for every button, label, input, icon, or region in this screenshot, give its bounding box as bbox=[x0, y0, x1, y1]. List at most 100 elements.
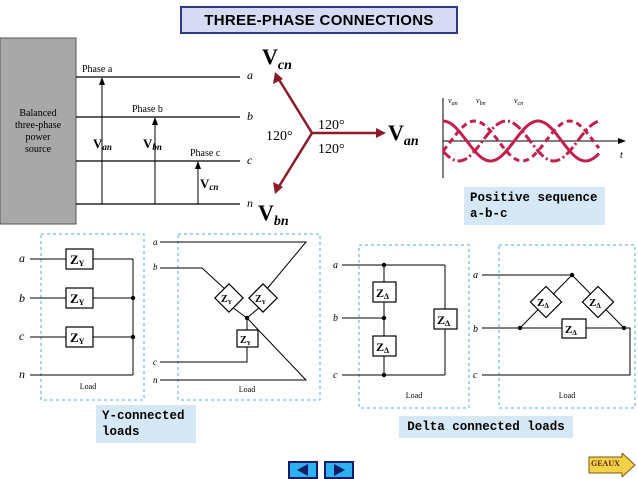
phasor-van-head bbox=[376, 128, 386, 138]
right-triangle-icon bbox=[334, 464, 345, 476]
star-center-node bbox=[244, 315, 250, 321]
delta-load-label: Load bbox=[406, 391, 422, 400]
delta-tri-node-c bbox=[621, 325, 627, 331]
star-impedance-right-label: ZY bbox=[255, 294, 267, 306]
y-impedance-b bbox=[65, 287, 94, 309]
delta-term-c: c bbox=[333, 370, 338, 381]
delta-impedance-1 bbox=[372, 281, 397, 303]
delta-tri-dashed-frame bbox=[498, 244, 636, 409]
delta-tri-node-a bbox=[569, 272, 575, 278]
star-load-dashed-frame bbox=[177, 233, 321, 401]
y-impedance-a-label: ZY bbox=[70, 252, 85, 268]
source-label-line4: source bbox=[25, 144, 52, 155]
y-term-n: n bbox=[19, 367, 25, 381]
delta-tri-term-a: a bbox=[473, 270, 478, 281]
star-term-n: n bbox=[153, 375, 158, 385]
geaux-button[interactable]: GEAUX bbox=[588, 453, 636, 477]
source-label-line3: power bbox=[26, 132, 52, 143]
geaux-label: GEAUX bbox=[591, 459, 620, 468]
wave-vcn bbox=[441, 119, 600, 163]
phase-a-label: Phase a bbox=[82, 64, 113, 75]
star-wire-b bbox=[160, 267, 227, 291]
wave-vcn-label: vcn bbox=[514, 96, 523, 107]
delta-connected-load-diagram: a b c ZΔ ZΔ ZΔ Load bbox=[333, 244, 470, 409]
delta-tri-impedance-bottom bbox=[561, 318, 587, 339]
delta-caption-text: Delta connected loads bbox=[407, 420, 565, 434]
delta-term-b: b bbox=[333, 313, 338, 324]
y-caption-line1: Y-connected bbox=[102, 409, 185, 423]
y-term-b: b bbox=[19, 291, 25, 305]
star-impedance-right bbox=[248, 283, 278, 313]
positive-sequence-label: Positive sequence a-b-c bbox=[464, 187, 605, 225]
angle-top: 120° bbox=[318, 118, 345, 133]
y-impedance-a bbox=[65, 248, 94, 270]
source-label-line2: three-phase bbox=[15, 120, 62, 131]
y-star-load-diagram: a b c n ZY ZY ZY Load bbox=[153, 233, 321, 401]
star-wire-n bbox=[160, 317, 308, 381]
terminal-a: a bbox=[247, 68, 253, 82]
y-load-dashed-frame bbox=[40, 233, 145, 401]
source-box bbox=[0, 37, 77, 225]
y-caption-line2: loads bbox=[102, 425, 140, 439]
delta-tri-impedance-right-label: ZΔ bbox=[589, 297, 601, 310]
vbn-label: Vbn bbox=[143, 136, 162, 152]
y-impedance-b-label: ZY bbox=[70, 291, 85, 307]
delta-tri-load-label: Load bbox=[559, 391, 575, 400]
van-label: Van bbox=[93, 136, 112, 152]
delta-load-dashed-frame bbox=[358, 244, 470, 409]
delta-tri-impedance-left bbox=[529, 285, 563, 319]
next-slide-button[interactable] bbox=[324, 461, 354, 479]
wave-van-label: van bbox=[448, 96, 458, 107]
wave-vbn-label: vbn bbox=[476, 96, 486, 107]
y-impedance-c-label: ZY bbox=[70, 330, 85, 346]
delta-node-b bbox=[381, 315, 387, 321]
positive-sequence-line2: a-b-c bbox=[470, 207, 508, 221]
vcn-label: Vcn bbox=[200, 176, 218, 192]
positive-sequence-line1: Positive sequence bbox=[470, 191, 598, 205]
delta-connected-caption: Delta connected loads bbox=[399, 416, 573, 438]
y-impedance-c bbox=[65, 326, 94, 348]
terminal-c: c bbox=[247, 153, 253, 167]
star-impedance-left bbox=[214, 283, 244, 313]
terminal-n: n bbox=[247, 196, 253, 210]
van-arrowhead bbox=[99, 77, 105, 85]
waveform-t-arrowhead bbox=[618, 138, 626, 144]
star-load-label: Load bbox=[239, 385, 255, 394]
y-term-c: c bbox=[19, 329, 25, 343]
phase-c-label: Phase c bbox=[190, 148, 221, 159]
phasor-vbn bbox=[276, 132, 314, 189]
source-section: Balanced three-phase power source Phase … bbox=[0, 37, 253, 225]
phasor-vbn-head bbox=[273, 182, 283, 194]
source-label-line1: Balanced bbox=[19, 108, 56, 119]
y-node-b bbox=[130, 295, 136, 301]
star-impedance-bottom-label: ZY bbox=[240, 335, 252, 347]
wave-van bbox=[442, 119, 601, 163]
waveform-plot: t van vbn vcn bbox=[441, 96, 626, 178]
angle-left: 120° bbox=[266, 129, 293, 144]
delta-term-a: a bbox=[333, 260, 338, 271]
delta-node-c bbox=[381, 372, 387, 378]
delta-triangle-load-diagram: a b c ZΔ ZΔ ZΔ Load bbox=[473, 244, 636, 409]
delta-tri-term-b: b bbox=[473, 324, 478, 335]
delta-tri-impedance-left-label: ZΔ bbox=[537, 297, 549, 310]
phase-b-label: Phase b bbox=[132, 104, 163, 115]
delta-impedance-2-label: ZΔ bbox=[376, 340, 389, 355]
page-title: THREE-PHASE CONNECTIONS bbox=[180, 6, 458, 34]
star-term-a: a bbox=[153, 237, 158, 247]
delta-tri-node-b bbox=[517, 325, 523, 331]
y-connected-load-diagram: a b c n ZY ZY ZY Load bbox=[19, 233, 145, 401]
previous-slide-button[interactable] bbox=[288, 461, 318, 479]
phasor-vcn-head bbox=[273, 72, 283, 84]
delta-tri-impedance-bottom-label: ZΔ bbox=[565, 324, 577, 337]
phasor-vcn-label: Vcn bbox=[262, 44, 292, 73]
delta-tri-wire-c bbox=[482, 327, 631, 376]
vcn-arrowhead bbox=[195, 161, 201, 169]
delta-impedance-2 bbox=[372, 335, 397, 357]
y-node-c bbox=[130, 334, 136, 340]
geaux-arrow-icon bbox=[588, 453, 636, 477]
phasor-van-label: Van bbox=[388, 120, 419, 149]
star-impedance-left-label: ZY bbox=[221, 294, 233, 306]
delta-tri-term-c: c bbox=[473, 370, 478, 381]
star-wire-a bbox=[160, 241, 308, 291]
